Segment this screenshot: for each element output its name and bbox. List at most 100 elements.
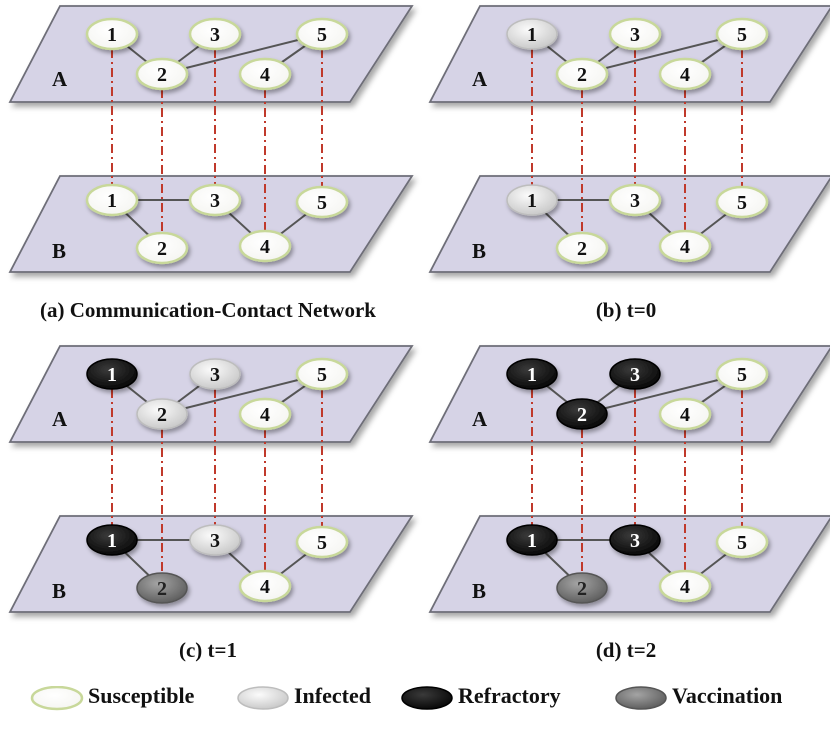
- node-ellipse: [715, 525, 769, 559]
- node-a-5-susceptible: 5: [715, 357, 769, 391]
- node-ellipse: [658, 569, 712, 603]
- node-b-2-susceptible: 2: [135, 231, 189, 265]
- node-b-2-susceptible: 2: [555, 231, 609, 265]
- node-ellipse: [188, 17, 242, 51]
- node-ellipse: [188, 183, 242, 217]
- node-ellipse: [238, 569, 292, 603]
- node-label: 4: [680, 64, 690, 86]
- node-ellipse: [85, 17, 139, 51]
- layer-b-label: B: [472, 239, 486, 263]
- panel-caption-c: (c) t=1: [178, 638, 238, 662]
- node-ellipse: [86, 524, 138, 556]
- node-a-3-refractory: 3: [609, 358, 661, 390]
- layer-b-label: B: [52, 239, 66, 263]
- node-b-5-susceptible: 5: [715, 185, 769, 219]
- interlayer-links: [111, 389, 323, 573]
- node-label: 4: [260, 236, 270, 258]
- node-ellipse: [136, 572, 188, 604]
- multiplex-network-figure: BA1234512345BA1234512345BA1234512345BA12…: [8, 5, 830, 613]
- node-label: 1: [107, 190, 117, 212]
- node-label: 3: [630, 190, 640, 212]
- node-b-5-susceptible: 5: [715, 525, 769, 559]
- node-a-5-susceptible: 5: [715, 17, 769, 51]
- node-ellipse: [715, 357, 769, 391]
- node-b-4-susceptible: 4: [658, 229, 712, 263]
- node-label: 3: [210, 530, 220, 552]
- node-b-1-susceptible: 1: [85, 183, 139, 217]
- edge-a-2-5: [161, 33, 323, 75]
- node-ellipse: [609, 524, 661, 556]
- edge-a-2-5: [581, 33, 743, 75]
- node-label: 2: [157, 64, 167, 86]
- node-ellipse: [506, 524, 558, 556]
- node-b-4-susceptible: 4: [238, 569, 292, 603]
- node-a-4-susceptible: 4: [658, 397, 712, 431]
- node-b-2-vaccination: 2: [556, 572, 608, 604]
- node-b-4-susceptible: 4: [238, 229, 292, 263]
- node-ellipse: [555, 231, 609, 265]
- node-ellipse: [556, 572, 608, 604]
- node-ellipse: [189, 358, 241, 390]
- node-a-3-susceptible: 3: [608, 17, 662, 51]
- node-a-2-susceptible: 2: [555, 57, 609, 91]
- node-label: 3: [630, 24, 640, 46]
- panel-caption-d: (d) t=2: [595, 638, 657, 662]
- node-ellipse: [238, 397, 292, 431]
- node-a-1-refractory: 1: [506, 358, 558, 390]
- node-b-1-refractory: 1: [86, 524, 138, 556]
- node-ellipse: [189, 524, 241, 556]
- node-label: 2: [157, 404, 167, 426]
- legend: Susceptible Infected: [0, 678, 830, 718]
- layer-b-label: B: [472, 579, 486, 603]
- interlayer-links: [531, 49, 743, 233]
- legend-swatch-vaccination: [615, 686, 667, 710]
- node-a-3-infected: 3: [189, 358, 241, 390]
- node-label: 4: [680, 236, 690, 258]
- node-ellipse: [135, 57, 189, 91]
- node-label: 5: [737, 364, 747, 386]
- node-ellipse: [556, 398, 608, 430]
- node-ellipse: [136, 398, 188, 430]
- layer-a-label: A: [472, 67, 488, 91]
- node-label: 3: [630, 364, 640, 386]
- node-b-5-susceptible: 5: [295, 185, 349, 219]
- panel-caption-a: (a) Communication-Contact Network: [40, 298, 376, 322]
- node-a-4-susceptible: 4: [238, 57, 292, 91]
- node-ellipse: [86, 358, 138, 390]
- node-label: 4: [260, 64, 270, 86]
- interlayer-links: [531, 389, 743, 573]
- node-a-4-susceptible: 4: [658, 57, 712, 91]
- node-ellipse: [608, 183, 662, 217]
- node-b-5-susceptible: 5: [295, 525, 349, 559]
- node-b-2-vaccination: 2: [136, 572, 188, 604]
- node-b-1-refractory: 1: [506, 524, 558, 556]
- node-ellipse: [609, 358, 661, 390]
- node-label: 2: [577, 238, 587, 260]
- node-label: 2: [577, 64, 587, 86]
- node-b-3-susceptible: 3: [608, 183, 662, 217]
- node-ellipse: [85, 183, 139, 217]
- node-ellipse: [658, 229, 712, 263]
- node-ellipse: [295, 185, 349, 219]
- node-label: 1: [527, 190, 537, 212]
- node-label: 3: [210, 190, 220, 212]
- node-label: 4: [680, 404, 690, 426]
- node-b-3-susceptible: 3: [188, 183, 242, 217]
- node-label: 1: [527, 530, 537, 552]
- node-ellipse: [506, 184, 558, 216]
- node-ellipse: [295, 525, 349, 559]
- node-label: 1: [107, 24, 117, 46]
- node-a-1-refractory: 1: [86, 358, 138, 390]
- node-ellipse: [238, 57, 292, 91]
- legend-label-refractory: Refractory: [458, 683, 561, 708]
- node-ellipse: [238, 229, 292, 263]
- panel-caption-b: (b) t=0: [595, 298, 657, 322]
- edge-a-2-5: [581, 373, 743, 415]
- layer-a-label: A: [472, 407, 488, 431]
- node-a-4-susceptible: 4: [238, 397, 292, 431]
- node-ellipse: [658, 397, 712, 431]
- node-b-4-susceptible: 4: [658, 569, 712, 603]
- node-label: 5: [737, 532, 747, 554]
- node-ellipse: [608, 17, 662, 51]
